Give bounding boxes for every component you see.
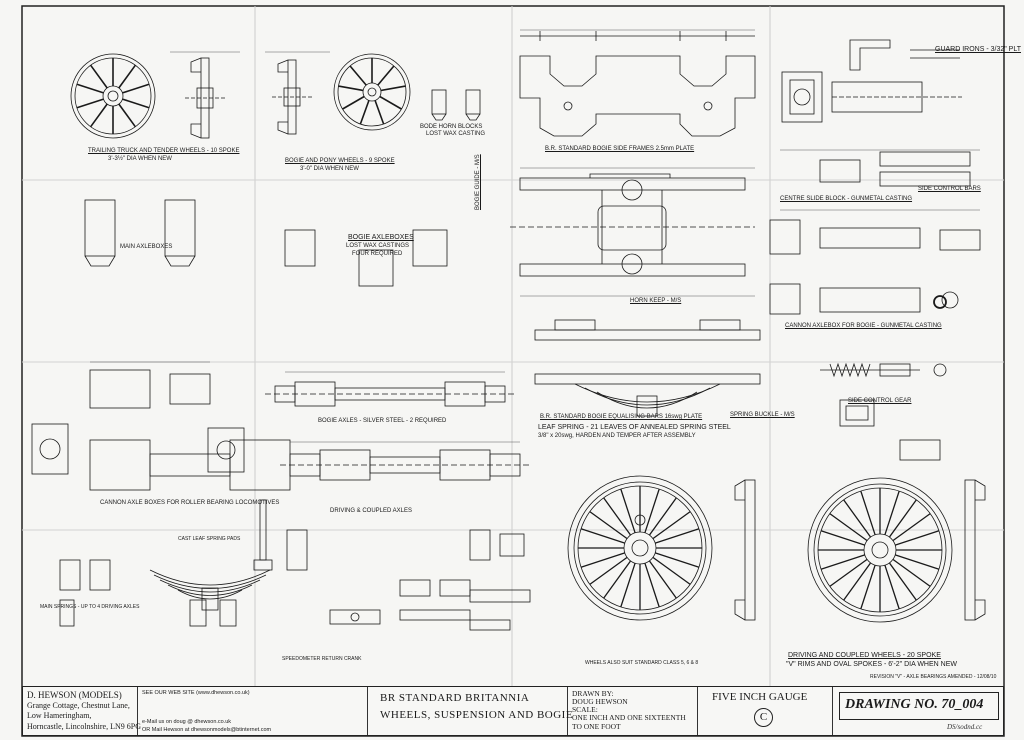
drawing-title-2: WHEELS, SUSPENSION AND BOGIE (380, 709, 574, 721)
driving-wheel-left (567, 475, 713, 621)
label-guard-irons: GUARD IRONS - 3/32" PLT (935, 46, 1021, 53)
bogie-wheel (333, 53, 411, 131)
address-line-3: Horncastle, Lincolnshire, LN9 6PG (27, 722, 141, 731)
label-driving-wheels: DRIVING AND COUPLED WHEELS - 20 SPOKE (788, 652, 941, 659)
label-revision: REVISION "V" - AXLE BEARINGS AMENDED - 1… (870, 674, 997, 680)
gauge-text: FIVE INCH GAUGE (712, 691, 808, 703)
label-horn-keep: HORN KEEP - M/S (630, 298, 682, 304)
gauge-cell: FIVE INCH GAUGE C (698, 687, 833, 735)
scale-2: TO ONE FOOT (572, 722, 621, 731)
drawing-title-1: BR STANDARD BRITANNIA (380, 692, 530, 704)
label-cast-leaf-spring: CAST LEAF SPRING PADS (178, 536, 241, 542)
company-name: D. HEWSON (MODELS) (27, 690, 122, 700)
bogie-plan (510, 173, 755, 277)
label-bogie-axleboxes-sub: LOST WAX CASTINGS (346, 243, 410, 249)
label-side-frames: B.R. STANDARD BOGIE SIDE FRAMES 2.5mm PL… (545, 146, 695, 152)
drawing-number-cell: DRAWING NO. 70_004 DS/sodnd.cc (833, 687, 1005, 735)
trailing-wheel (70, 53, 156, 139)
email-2: OR Mail Hewson at dhewsonmodels@btintern… (142, 727, 272, 733)
drawn-by-label: DRAWN BY: (572, 689, 614, 698)
label-driving-wheels-sub: "V" RIMS AND OVAL SPOKES - 6'-2" DIA WHE… (786, 661, 957, 668)
drawn-scale-cell: DRAWN BY: DOUG HEWSON SCALE: ONE INCH AN… (568, 687, 698, 735)
drawing-number-box (839, 692, 999, 720)
label-cannon-axlebox: CANNON AXLEBOX FOR BOGIE - GUNMETAL CAST… (785, 323, 942, 329)
label-bogie-guide: BOGIE GUIDE - M/S (475, 154, 481, 210)
label-bogie-wheels-dia: 3'-0" DIA WHEN NEW (300, 166, 359, 172)
copyright-icon: C (754, 708, 773, 727)
label-main-axleboxes: MAIN AXLEBOXES (120, 244, 173, 250)
label-spring-buckle: SPRING BUCKLE - M/S (730, 412, 795, 418)
title-cell: BR STANDARD BRITANNIA WHEELS, SUSPENSION… (368, 687, 573, 735)
label-speedometer: SPEEDOMETER RETURN CRANK (282, 656, 362, 662)
email-1: e-Mail us on doug @ dhewson.co.uk (142, 719, 232, 725)
label-equalising-bars: B.R. STANDARD BOGIE EQUALISING BARS 16sw… (540, 414, 703, 420)
company-cell: D. HEWSON (MODELS) Grange Cottage, Chest… (23, 687, 141, 735)
label-leaf-spring-sub: 3/8" x 20swg, HARDEN AND TEMPER AFTER AS… (538, 433, 696, 439)
label-cannon-axle-boxes: CANNON AXLE BOXES FOR ROLLER BEARING LOC… (100, 500, 280, 506)
label-trailing-wheels: TRAILING TRUCK AND TENDER WHEELS - 10 SP… (88, 148, 240, 154)
drawn-by: DOUG HEWSON (572, 697, 628, 706)
scale-1: ONE INCH AND ONE SIXTEENTH (572, 713, 686, 722)
website: SEE OUR WEB SITE (www.dhewson.co.uk) (142, 690, 250, 696)
drawing-number: DRAWING NO. 70_004 (845, 697, 984, 712)
address-line-1: Grange Cottage, Chestnut Lane, (27, 701, 130, 710)
label-driving-axles: DRIVING & COUPLED AXLES (330, 508, 413, 514)
label-horn-blocks-sub: LOST WAX CASTING (426, 131, 486, 137)
label-side-control-gear: SIDE CONTROL GEAR (848, 398, 912, 404)
driving-wheel-right (807, 477, 953, 623)
label-bogie-wheels: BOGIE AND PONY WHEELS - 9 SPOKE (285, 158, 395, 164)
title-block: D. HEWSON (MODELS) Grange Cottage, Chest… (22, 686, 1004, 736)
label-bogie-axles: BOGIE AXLES - SILVER STEEL - 2 REQUIRED (318, 418, 447, 424)
bogie-side-frame (519, 31, 756, 137)
label-bogie-axleboxes-req: FOUR REQUIRED (352, 251, 403, 257)
label-side-control-bars: SIDE CONTROL BARS (918, 186, 981, 192)
label-horn-blocks: BODE HORN BLOCKS (420, 124, 483, 130)
label-trailing-wheels-dia: 3'-3½" DIA WHEN NEW (108, 156, 172, 162)
handwritten-note: DS/sodnd.cc (947, 723, 983, 731)
scale-label: SCALE: (572, 705, 598, 714)
label-main-springs: MAIN SPRINGS - UP TO 4 DRIVING AXLES (40, 604, 140, 610)
label-bogie-axleboxes: BOGIE AXLEBOXES (348, 234, 414, 241)
address-line-2: Low Hameringham, (27, 711, 92, 720)
label-wheels-note: WHEELS ALSO SUIT STANDARD CLASS 5, 6 & 8 (585, 660, 699, 666)
label-centre-slide-block: CENTRE SLIDE BLOCK - GUNMETAL CASTING (780, 196, 913, 202)
label-leaf-spring: LEAF SPRING - 21 LEAVES OF ANNEALED SPRI… (538, 424, 731, 431)
contact-cell: SEE OUR WEB SITE (www.dhewson.co.uk) e-M… (138, 687, 368, 735)
